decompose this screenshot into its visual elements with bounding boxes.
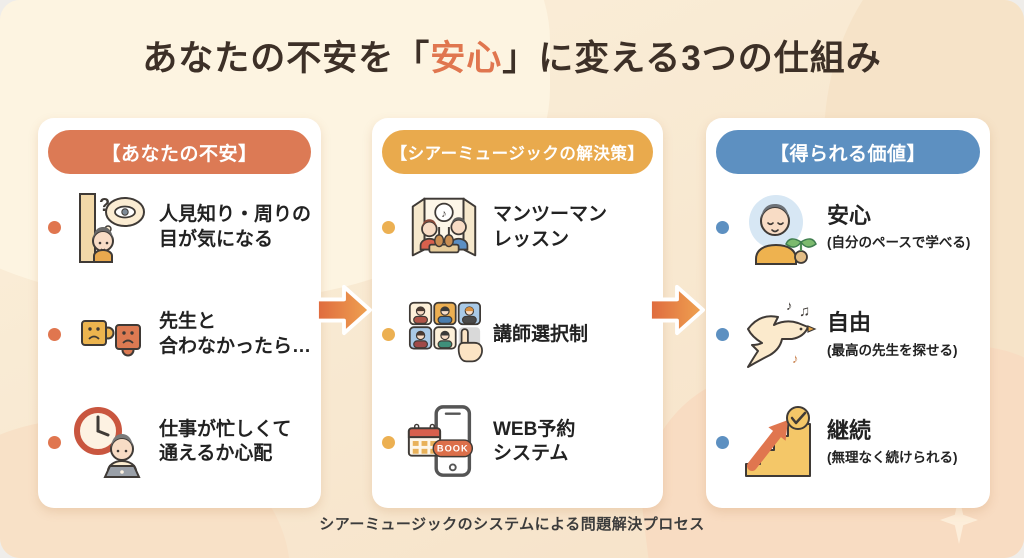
list-item: ♪ マンツーマン [382, 174, 653, 281]
bullet-dot [382, 435, 395, 449]
value-card-header: 【得られる価値】 [716, 130, 980, 174]
flow-arrow-icon [315, 284, 372, 336]
item-text: 仕事が忙しくて 通えるか心配 [159, 418, 292, 465]
list-item: BOOK WEB予約 システム [382, 389, 653, 496]
list-item: 仕事が忙しくて 通えるか心配 [48, 389, 311, 496]
busy-clock-icon [66, 398, 154, 486]
value-rows: 安心 (自分のペースで学べる) ♪ ♫ ♪ 自由 [716, 174, 980, 496]
list-item: ? 人見知り・周りの 目が気になる [48, 174, 311, 281]
title-highlight: 安心 [430, 39, 503, 78]
anxiety-rows: ? 人見知り・周りの 目が気になる [48, 174, 311, 496]
bullet-dot [48, 435, 61, 449]
svg-text:?: ? [99, 195, 110, 215]
bullet-dot [382, 328, 395, 342]
list-item: 講師選択制 [382, 281, 653, 388]
growth-stairs-icon [734, 398, 822, 486]
solution-rows: ♪ マンツーマン [382, 174, 653, 496]
peeking-person-icon: ? [66, 184, 154, 272]
footer-caption: シアーミュージックのシステムによる問題解決プロセス [319, 516, 705, 533]
item-text: 継続 (無理なく続けられる) [827, 417, 958, 465]
value-card: 【得られる価値】 [706, 118, 990, 508]
item-text: マンツーマン レッスン [493, 203, 608, 250]
one-on-one-lesson-icon: ♪ [400, 184, 488, 272]
list-item: ♪ ♫ ♪ 自由 (最高の先生を探せる) [716, 281, 980, 388]
relief-person-icon [734, 184, 822, 272]
freedom-dove-icon: ♪ ♫ ♪ [734, 291, 822, 379]
instructor-select-icon [400, 291, 488, 379]
item-text: 先生と 合わなかったら… [159, 311, 312, 357]
solution-card: 【シアーミュージックの解決策】 ♪ [372, 118, 663, 508]
item-text: 講師選択制 [493, 323, 589, 345]
svg-text:♪: ♪ [792, 351, 799, 366]
anxiety-card: 【あなたの不安】 ? [38, 118, 321, 508]
list-item: 継続 (無理なく続けられる) [716, 389, 980, 496]
svg-text:♪: ♪ [441, 207, 446, 219]
bullet-dot [48, 221, 61, 235]
web-booking-icon: BOOK [400, 398, 488, 486]
svg-text:♫: ♫ [799, 303, 810, 320]
bullet-dot [716, 328, 729, 342]
bullet-dot [716, 435, 729, 449]
bullet-dot [716, 221, 729, 235]
page-title: あなたの不安を「安心」に変える3つの仕組み [0, 30, 1024, 81]
item-text: 自由 (最高の先生を探せる) [827, 310, 958, 358]
bullet-dot [48, 328, 61, 342]
item-text: 安心 (自分のペースで学べる) [827, 203, 971, 251]
anxiety-card-header: 【あなたの不安】 [48, 130, 311, 174]
list-item: 安心 (自分のペースで学べる) [716, 174, 980, 281]
title-prefix: あなたの不安を「 [142, 39, 431, 78]
title-suffix: 」に変える3つの仕組み [502, 39, 882, 78]
item-text: WEB予約 システム [493, 418, 576, 465]
svg-text:♪: ♪ [786, 298, 793, 313]
solution-card-header: 【シアーミュージックの解決策】 [382, 130, 653, 174]
flow-arrow-icon [648, 284, 705, 336]
puzzle-mismatch-icon [66, 291, 154, 379]
svg-text:BOOK: BOOK [437, 444, 469, 454]
item-text: 人見知り・周りの 目が気になる [159, 203, 312, 250]
list-item: 先生と 合わなかったら… [48, 281, 311, 388]
bullet-dot [382, 221, 395, 235]
